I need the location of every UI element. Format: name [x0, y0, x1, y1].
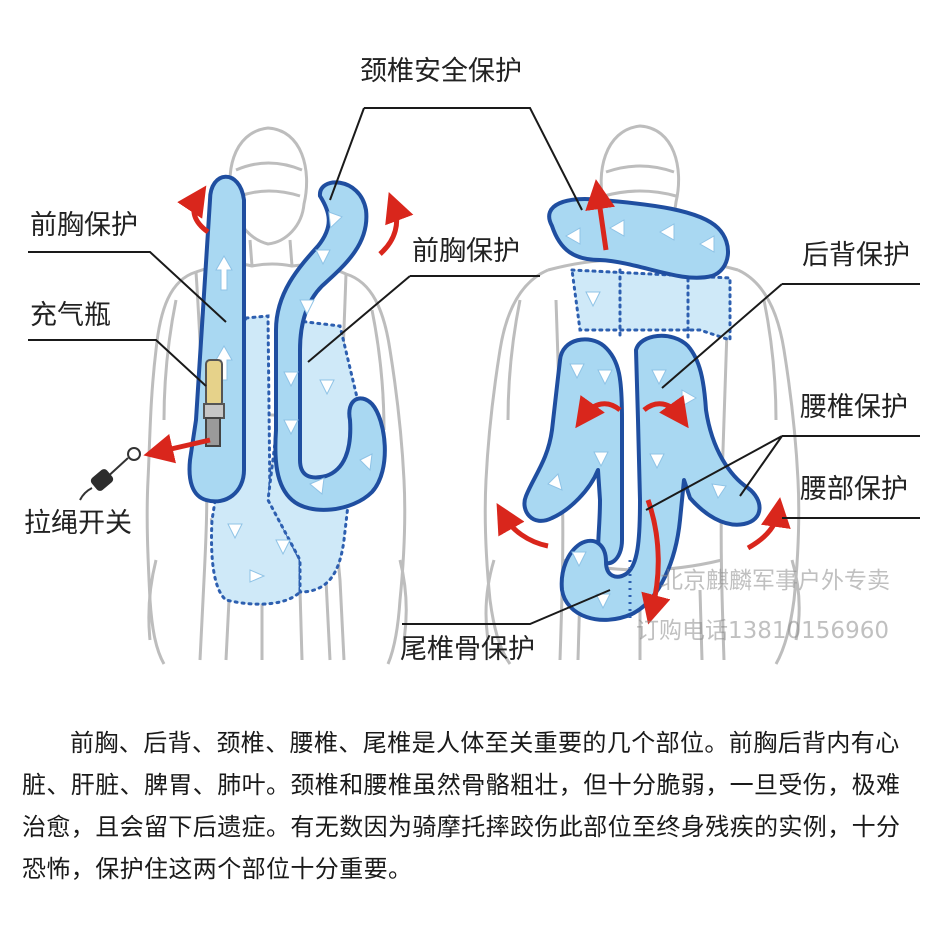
- label-chest-right: 前胸保护: [412, 236, 520, 267]
- back-dotted-panel: [570, 268, 732, 343]
- back-left-waist-red-arrow: [496, 502, 549, 549]
- back-right-bag: [559, 333, 762, 622]
- leader-chest-left: [28, 251, 227, 323]
- label-cylinder: 充气瓶: [30, 300, 111, 331]
- leader-cylinder: [28, 339, 207, 387]
- front-flow-arrows: [215, 211, 373, 583]
- pull-cord-red-arrow: [143, 434, 211, 464]
- leader-neck: [329, 107, 583, 211]
- back-neck-red-arrow: [585, 179, 615, 251]
- back-right-waist-red-arrow: [746, 497, 791, 551]
- label-pull-switch: 拉绳开关: [24, 508, 132, 539]
- watermark-shop: 北京麒麟军事户外专卖: [660, 568, 890, 594]
- label-lumbar-protection: 腰椎保护: [800, 392, 908, 423]
- label-neck-protection: 颈椎安全保护: [360, 56, 522, 87]
- front-airbag: [177, 174, 414, 606]
- back-airbag: [496, 179, 791, 625]
- front-right-red-arrow: [378, 191, 414, 256]
- caption-text: 前胸、后背、颈椎、腰椎、尾椎是人体至关重要的几个部位。前胸后背内有心脏、肝脏、脾…: [22, 729, 901, 883]
- leader-lines: [28, 107, 920, 625]
- back-tail-red-arrow: [641, 499, 671, 625]
- leader-back: [661, 283, 920, 389]
- caption-paragraph: 前胸、后背、颈椎、腰椎、尾椎是人体至关重要的几个部位。前胸后背内有心脏、肝脏、脾…: [22, 722, 920, 890]
- pull-switch-icon: [79, 447, 141, 501]
- label-waist-protection: 腰部保护: [800, 474, 908, 505]
- diagram-canvas: [28, 107, 920, 665]
- leader-lumbar: [645, 435, 920, 511]
- leader-chest-right: [307, 275, 540, 363]
- back-spine-left-red-arrow: [575, 395, 622, 429]
- gas-cylinder: [203, 359, 225, 447]
- back-spine-right-red-arrow: [642, 395, 689, 429]
- front-left-chest-bag: [187, 174, 246, 504]
- label-back-protection: 后背保护: [802, 240, 910, 271]
- front-neck-right-chest-bag: [273, 180, 387, 512]
- watermark-phone: 订购电话13810156960: [636, 618, 889, 644]
- label-tailbone-protection: 尾椎骨保护: [400, 634, 535, 665]
- leader-tail: [402, 589, 611, 625]
- airbag-vest-diagram: 颈椎安全保护 前胸保护 前胸保护 充气瓶 拉绳开关 后背保护 腰椎保护 腰部保护…: [24, 56, 920, 665]
- front-left-red-arrow: [177, 185, 210, 235]
- label-chest-left: 前胸保护: [30, 210, 138, 241]
- back-flow-arrows: [547, 219, 727, 610]
